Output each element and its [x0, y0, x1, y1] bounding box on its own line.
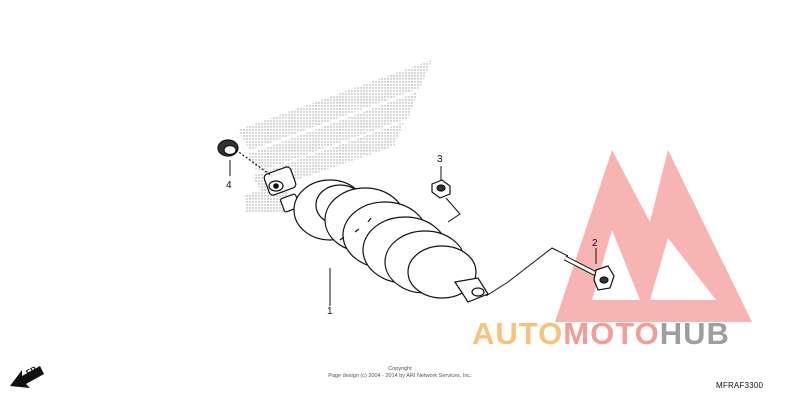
copyright-line-2: Page design (c) 2004 - 2014 by ARI Netwo… — [328, 373, 472, 379]
rear-shock-absorber — [263, 166, 489, 303]
callout-3: 3 — [437, 154, 443, 165]
bolt-part — [563, 255, 615, 291]
diagram-code: MFRAF3300 — [716, 381, 764, 390]
front-direction-arrow-icon — [10, 366, 44, 388]
watermark-hub: HUB — [659, 316, 730, 351]
wing-emblem-background — [238, 60, 432, 212]
callout-4: 4 — [226, 180, 232, 191]
watermark-auto: AUTO — [472, 316, 564, 351]
callout-2: 2 — [592, 238, 598, 249]
automotohub-logo-icon — [555, 150, 752, 322]
callout-1: 1 — [327, 306, 333, 317]
watermark-text: AUTOMOTOHUB — [472, 316, 730, 352]
bushing-cap-part — [217, 139, 273, 177]
nut-part — [431, 179, 451, 199]
watermark-moto: MOTO — [563, 316, 660, 351]
leader-lines — [229, 160, 597, 306]
copyright-line-1: Copyright — [388, 366, 412, 372]
